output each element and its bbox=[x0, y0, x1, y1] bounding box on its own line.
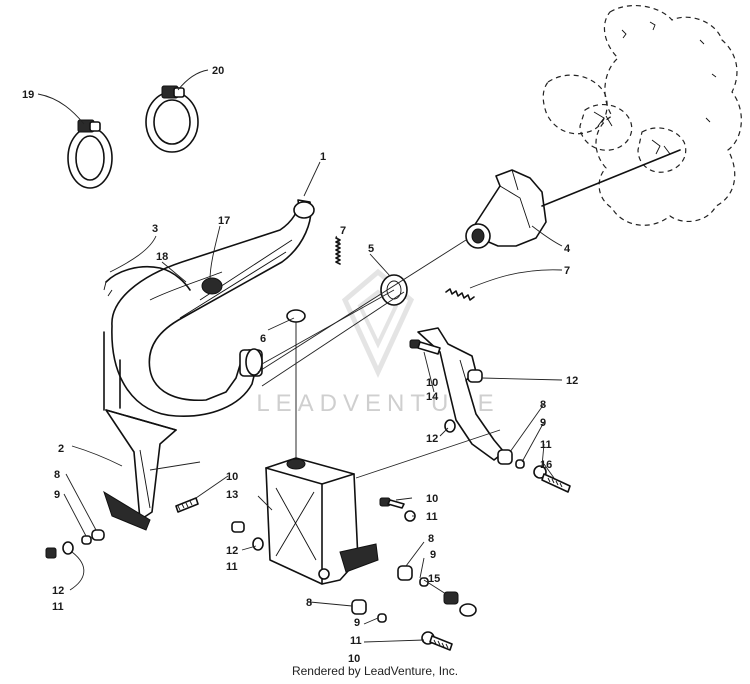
callout-8-right: 8 bbox=[540, 399, 546, 411]
exhaust-manifold bbox=[465, 149, 681, 249]
muffler bbox=[265, 457, 379, 585]
callout-11-left: 11 bbox=[52, 601, 64, 613]
callout-1: 1 bbox=[320, 151, 326, 163]
callout-13: 13 bbox=[226, 489, 238, 501]
callout-12-center: 12 bbox=[226, 545, 238, 557]
callout-12-mid: 12 bbox=[426, 433, 438, 445]
callout-4: 4 bbox=[564, 243, 571, 255]
grommet bbox=[286, 309, 306, 458]
clamp-20 bbox=[145, 85, 199, 153]
left-hardware bbox=[45, 497, 199, 559]
callout-9-left: 9 bbox=[54, 489, 60, 501]
clamp-19 bbox=[67, 119, 113, 189]
callout-16: 16 bbox=[540, 459, 552, 471]
callout-9-right: 9 bbox=[540, 417, 546, 429]
leader-lines bbox=[37, 69, 563, 643]
callout-11-upper: 11 bbox=[426, 511, 438, 523]
callout-6: 6 bbox=[260, 333, 266, 345]
callout-5: 5 bbox=[368, 243, 374, 255]
callout-18: 18 bbox=[156, 251, 168, 263]
callout-7-upper: 7 bbox=[340, 225, 346, 237]
callout-20: 20 bbox=[212, 65, 224, 77]
callout-11-right: 11 bbox=[540, 439, 552, 451]
callout-10-left: 10 bbox=[226, 471, 238, 483]
diagram-canvas: LEADVENTURE bbox=[22, 5, 742, 664]
footer-credit: Rendered by LeadVenture, Inc. bbox=[291, 664, 459, 678]
callout-12-left: 12 bbox=[52, 585, 64, 597]
watermark-logo bbox=[341, 268, 415, 379]
callout-17: 17 bbox=[218, 215, 230, 227]
callout-10-bottom: 10 bbox=[348, 653, 360, 664]
callout-8-center: 8 bbox=[428, 533, 434, 545]
engine-outline bbox=[542, 5, 742, 226]
callout-labels: 1 2 3 4 5 6 7 7 8 8 8 8 9 9 9 9 10 10 10… bbox=[22, 65, 578, 664]
mount-bracket bbox=[103, 409, 177, 531]
spring-lower bbox=[445, 288, 475, 301]
callout-10-center: 10 bbox=[426, 493, 438, 505]
callout-10-right: 10 bbox=[426, 377, 438, 389]
callout-14: 14 bbox=[426, 391, 439, 403]
callout-7-lower: 7 bbox=[564, 265, 570, 277]
spring-upper bbox=[335, 237, 341, 265]
callout-9-bottom: 9 bbox=[354, 617, 360, 629]
connector-lines bbox=[149, 239, 501, 479]
callout-12-right: 12 bbox=[566, 375, 578, 387]
callout-8-left: 8 bbox=[54, 469, 60, 481]
expansion-chamber bbox=[103, 199, 315, 417]
callout-8-bottom: 8 bbox=[306, 597, 312, 609]
callout-2: 2 bbox=[58, 443, 64, 455]
callout-11-bottom: 11 bbox=[350, 635, 362, 647]
callout-9-center: 9 bbox=[430, 549, 436, 561]
callout-11-center: 11 bbox=[226, 561, 238, 573]
callout-19: 19 bbox=[22, 89, 34, 101]
callout-3: 3 bbox=[152, 223, 158, 235]
callout-15: 15 bbox=[428, 573, 440, 585]
